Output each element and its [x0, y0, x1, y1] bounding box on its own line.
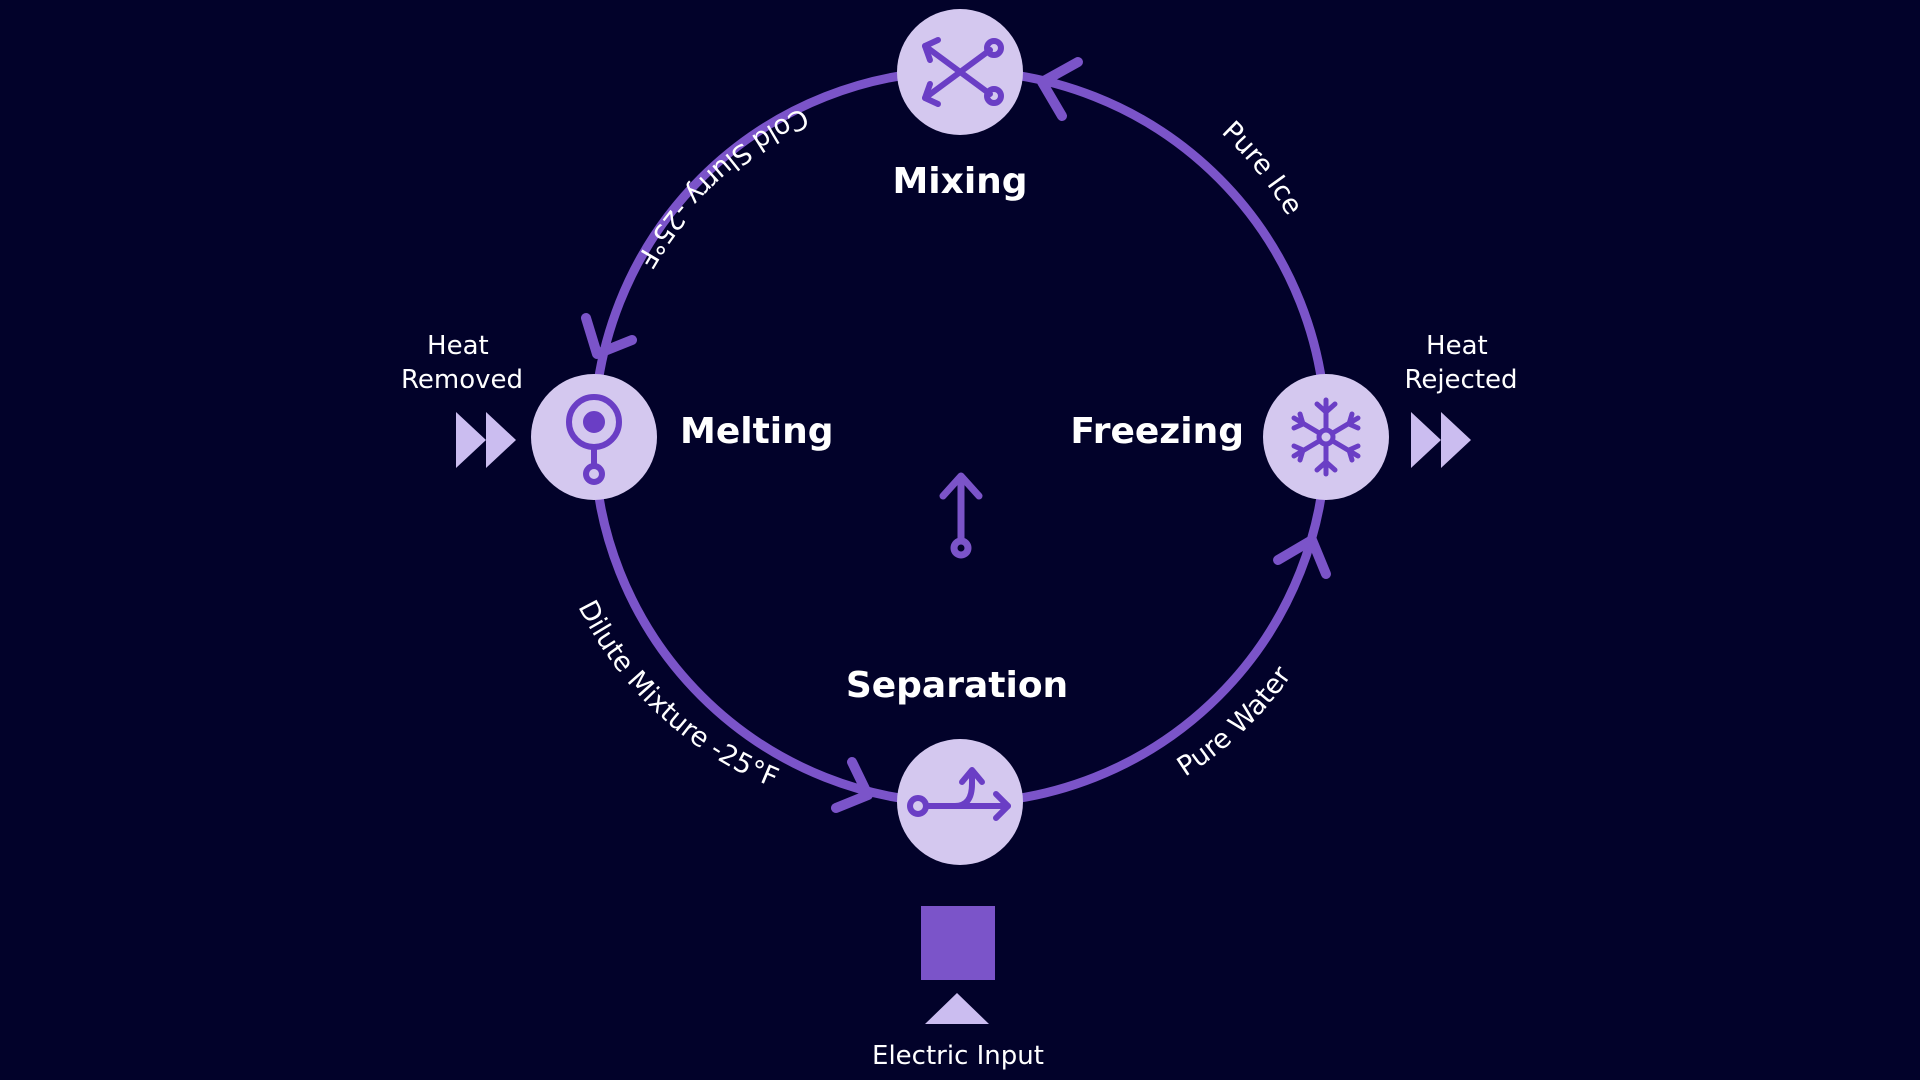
electric-input-arrow-icon [925, 993, 989, 1024]
mixing-node[interactable] [897, 9, 1023, 135]
separation-node[interactable] [897, 739, 1023, 865]
heat-rejected-label: Heat Rejected [1404, 331, 1517, 395]
electric-input-label: Electric Input [872, 1041, 1044, 1071]
flow-label-dilute-mixture: Dilute Mixture -25°F [572, 595, 783, 794]
snowflake-icon [1291, 397, 1361, 477]
heat-removed-label: Heat Removed [401, 331, 523, 395]
freezing-node[interactable] [1263, 374, 1389, 500]
ring-arrow-top-right [1037, 57, 1083, 121]
heat-rejected-arrows-icon [1411, 412, 1471, 468]
mixing-label: Mixing [892, 161, 1027, 202]
ring-arrow-left [581, 313, 637, 359]
split-arrow-icon [907, 767, 1011, 821]
melting-node[interactable] [531, 374, 657, 500]
flow-label-cold-slurry: Cold Slurry -25°F [630, 101, 813, 272]
ring-arrow-bottom-left [831, 757, 873, 813]
heat-removed-arrows-icon [456, 412, 516, 468]
freezing-label: Freezing [1070, 411, 1244, 452]
thermometer-icon [566, 394, 622, 485]
shuffle-icon [922, 37, 1004, 107]
electric-input-block [921, 906, 995, 980]
ring-arrow-right [1273, 535, 1331, 579]
flow-label-pure-ice: Pure Ice [1216, 115, 1309, 220]
melting-label: Melting [680, 411, 834, 452]
center-up-arrow-icon [939, 472, 983, 559]
separation-label: Separation [846, 665, 1068, 706]
